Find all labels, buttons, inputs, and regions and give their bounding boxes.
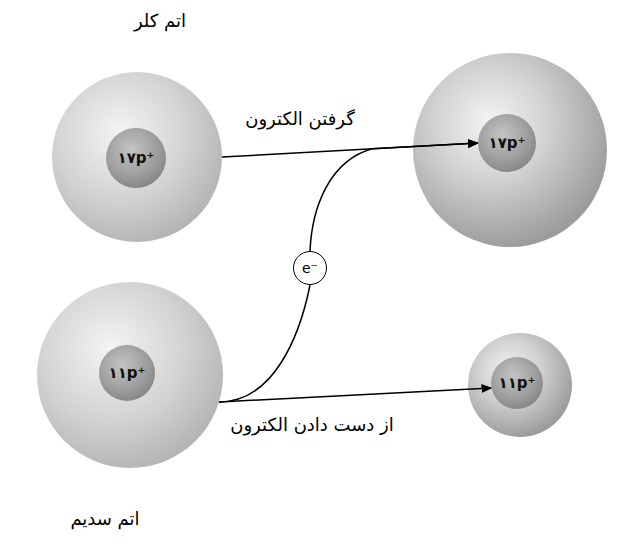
sodium-atom: اتم سدیم۱۱p⁺ <box>37 282 223 468</box>
proton-count: ۱۱p⁺ <box>499 374 536 392</box>
proton-count: ۱۱p⁺ <box>109 364 146 382</box>
nucleus: ۱۱p⁺ <box>491 357 543 409</box>
arrow-line <box>219 285 310 402</box>
arrow-line <box>310 143 478 251</box>
chloride-ion-sphere <box>413 53 607 247</box>
nucleus: ۱۱p⁺ <box>99 345 155 401</box>
atom-label: اتم کلر <box>134 10 186 31</box>
nucleus: ۱۷p⁺ <box>478 114 536 172</box>
sodium-ion-sphere <box>468 333 572 437</box>
atom-label: اتم سدیم <box>70 508 139 529</box>
nucleus: ۱۷p⁺ <box>106 128 166 188</box>
arrow-label: گرفتن الکترون <box>242 108 358 129</box>
chlorine-atom: اتم کلر۱۷p⁺ <box>52 72 222 242</box>
electron-symbol: e⁻ <box>302 260 318 276</box>
proton-count: ۱۷p⁺ <box>118 149 155 167</box>
arrow-line <box>219 388 492 402</box>
electron-circle: e⁻ <box>293 251 327 285</box>
proton-count: ۱۷p⁺ <box>489 134 526 152</box>
arrow-label: از دست دادن الکترون <box>227 414 397 435</box>
